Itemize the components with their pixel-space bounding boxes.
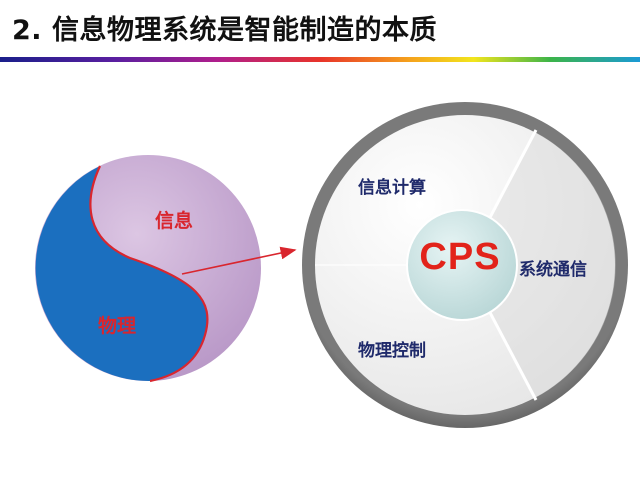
connector-arrow (181, 246, 297, 275)
segment-label-system-communication: 系统通信 (519, 260, 587, 280)
segment-label-info-computing: 信息计算 (358, 178, 426, 198)
label-info: 信息 (155, 210, 194, 232)
cps-segment-shade-right (465, 132, 616, 398)
label-physical: 物理 (98, 315, 137, 337)
segment-label-physical-control: 物理控制 (358, 341, 426, 361)
title-underline-rainbow (0, 57, 640, 62)
slide-title: 2. 信息物理系统是智能制造的本质 (12, 15, 437, 46)
yin-yang-red-divider (89, 165, 209, 383)
cps-ring (302, 102, 628, 428)
yin-yang-circle (35, 155, 261, 383)
yin-yang-blue-half (35, 166, 208, 382)
cps-center-label: CPS (419, 236, 501, 278)
cps-center-circle (406, 209, 518, 321)
